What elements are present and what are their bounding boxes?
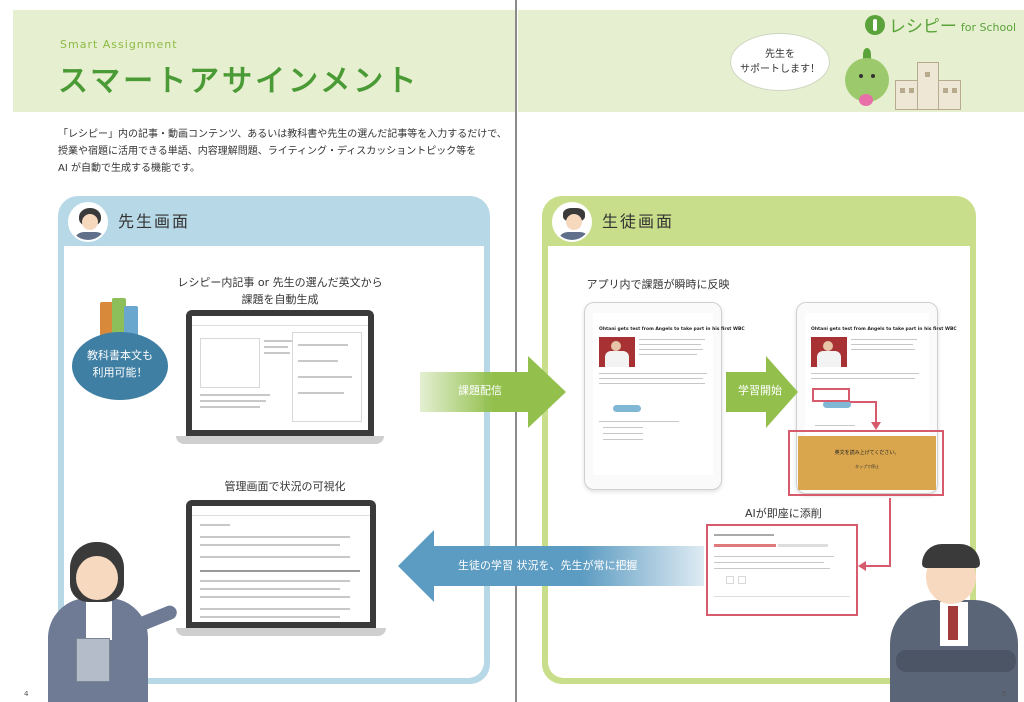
- intro-line-2: 授業や宿題に活用できる単語、内容理解問題、ライティング・ディスカッショントピック…: [58, 146, 477, 157]
- start-arrow: [726, 356, 798, 428]
- assign-arrow: [420, 356, 566, 428]
- page-title: スマートアサインメント: [58, 64, 420, 99]
- bubble-line-2: サポートします！: [740, 64, 820, 75]
- blob-line-1: 教科書本文も: [87, 349, 153, 362]
- section-eyebrow: Smart Assignment: [60, 38, 178, 51]
- ai-caption: AIが即座に添削: [745, 507, 822, 520]
- teacher-caption: レシピー内記事 or 先生の選んだ英文から 課題を自動生成: [160, 274, 400, 308]
- teacher-caption-2: 管理画面で状況の可視化: [224, 480, 346, 493]
- brand-sub: for School: [960, 20, 1016, 34]
- student-illustration: [882, 540, 1024, 702]
- blob-line-2: 利用可能！: [92, 366, 148, 379]
- start-button-highlight: [812, 388, 850, 402]
- student-tablet-article: Ohtani gets test from Angels to take par…: [584, 302, 745, 490]
- teacher-laptop-generate: [176, 310, 384, 448]
- speech-bubble: 先生を サポートします！: [730, 33, 830, 91]
- teacher-caption-line-1: レシピー内記事 or 先生の選んだ英文から: [177, 276, 383, 289]
- student-caption: アプリ内で課題が瞬時に反映: [586, 278, 730, 291]
- intro-line-3: AI が自動で生成する機能です。: [58, 163, 200, 174]
- teacher-caption-line-2: 課題を自動生成: [241, 293, 319, 306]
- school-building-illustration: [895, 60, 961, 110]
- student-panel-heading: 生徒画面: [602, 212, 675, 231]
- task-stop-label: タップで停止: [855, 464, 879, 469]
- bubble-line-1: 先生を: [765, 49, 795, 60]
- page-number-left: 4: [24, 690, 29, 698]
- teacher-laptop-dashboard: [176, 500, 386, 640]
- header-banner-left: [13, 10, 515, 112]
- flow-connector: [850, 401, 891, 571]
- task-instruction: 英文を読み上げてください。: [834, 450, 900, 456]
- page-number-right: 5: [1002, 690, 1007, 698]
- intro-text: 「レシピー」内の記事・動画コンテンツ、あるいは教科書や先生の選んだ記事等を入力す…: [58, 126, 507, 177]
- intro-line-1: 「レシピー」内の記事・動画コンテンツ、あるいは教科書や先生の選んだ記事等を入力す…: [58, 129, 507, 140]
- start-arrow-label: 学習開始: [738, 384, 782, 397]
- visualize-arrow-label: 生徒の学習 状況を、先生が常に把握: [458, 559, 638, 572]
- sprout-icon: [864, 14, 885, 35]
- textbook-callout: 教科書本文も 利用可能！: [72, 332, 168, 400]
- page-spine: [515, 0, 517, 702]
- student-avatar-icon: [552, 202, 592, 242]
- ai-correction-card: [706, 524, 858, 616]
- teacher-panel-heading: 先生画面: [118, 212, 191, 231]
- teacher-illustration: [30, 540, 180, 702]
- mascot-illustration: [845, 48, 889, 106]
- tablet-heading: Ohtani gets test from Angels to take par…: [599, 327, 745, 332]
- task-highlight: [788, 430, 944, 496]
- visualize-arrow: [398, 530, 704, 602]
- assign-arrow-label: 課題配信: [458, 384, 502, 397]
- brand-name: レシピー: [888, 17, 957, 37]
- article-photo: [599, 337, 635, 367]
- brand-logo: レシピー for School: [864, 12, 1016, 37]
- read-aloud-task[interactable]: 英文を読み上げてください。 タップで停止: [798, 436, 936, 490]
- teacher-avatar-icon: [68, 202, 108, 242]
- tablet-heading-2: Ohtani gets test from Angels to take par…: [811, 327, 957, 332]
